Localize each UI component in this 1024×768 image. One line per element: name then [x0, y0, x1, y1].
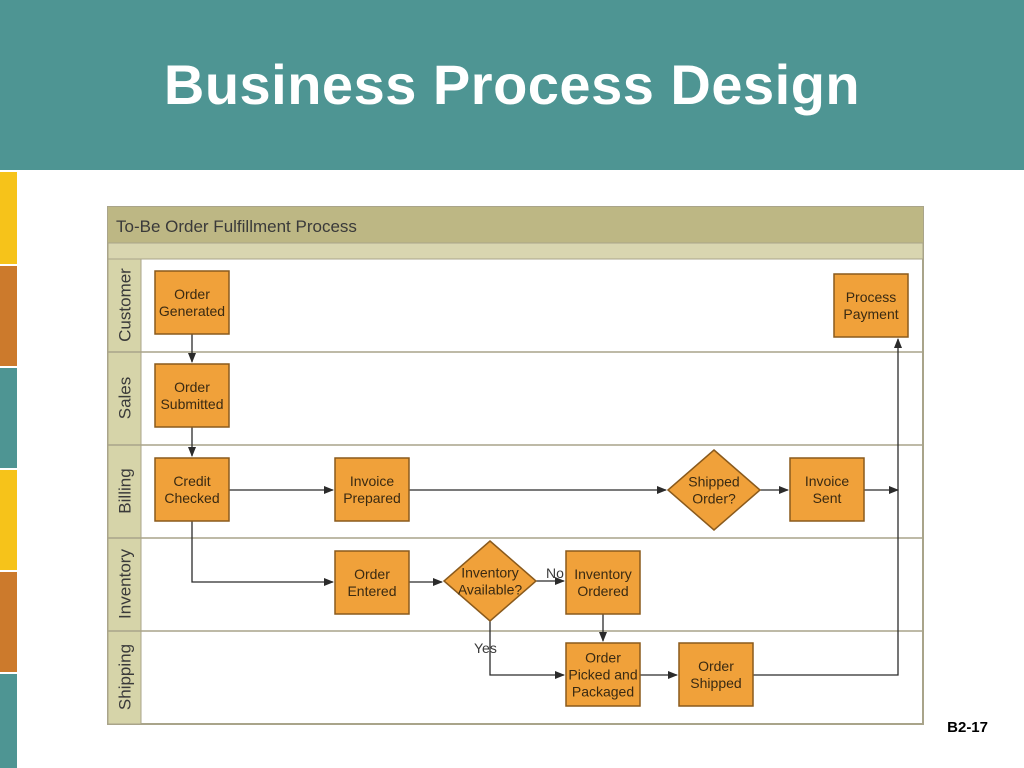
accent-strip-yellow-top: [0, 172, 17, 264]
edge-inventory-available-to-order-picked-packaged: [489, 621, 565, 679]
process-box: [154, 270, 230, 335]
accent-strip-yellow-mid: [0, 470, 17, 570]
diagram-title: To-Be Order Fulfillment Process: [116, 217, 357, 236]
lane-label-shipping: Shipping: [116, 644, 135, 710]
node-label-line: Order: [174, 379, 210, 395]
node-label-line: Picked and: [568, 667, 637, 683]
accent-strip-teal-mid: [0, 368, 17, 468]
slide-title: Business Process Design: [163, 53, 861, 116]
node-label-line: Sent: [813, 490, 842, 506]
node-label-line: Order: [354, 566, 390, 582]
node-label-line: Packaged: [572, 684, 634, 700]
node-label-line: Generated: [159, 303, 225, 319]
diagram-subheader-bar: [107, 242, 924, 260]
edge-credit-checked-to-order-entered: [191, 521, 334, 586]
lane-label-column: [107, 258, 142, 725]
process-box: [334, 457, 410, 522]
node-label-line: Inventory: [574, 566, 632, 582]
edge-label-yes: Yes: [474, 640, 497, 656]
lane-label-billing: Billing: [116, 468, 135, 513]
diagram-title-bar: [108, 207, 923, 243]
edge-order-shipped-to-process-payment: [753, 338, 902, 676]
process-box: [565, 642, 641, 707]
lane-label-customer: Customer: [116, 268, 135, 342]
node-label-line: Order: [698, 658, 734, 674]
node-label-line: Order: [174, 286, 210, 302]
process-box: [334, 550, 410, 615]
slide-number: B2-17: [947, 719, 988, 736]
node-label-line: Available?: [458, 582, 523, 598]
accent-strip-orange-top: [0, 266, 17, 366]
node-label-line: Shipped: [690, 675, 741, 691]
node-label-line: Checked: [164, 490, 219, 506]
decision-diamond: [666, 449, 762, 531]
node-label-line: Payment: [843, 306, 898, 322]
diagram-frame: [107, 206, 924, 725]
lane-label-inventory: Inventory: [116, 549, 135, 619]
node-label-line: Submitted: [160, 396, 223, 412]
slide-header: [0, 0, 1024, 170]
node-label-line: Invoice: [805, 473, 850, 489]
decision-diamond: [442, 540, 538, 622]
accent-strip-orange-bottom: [0, 572, 17, 672]
accent-strip-teal-bottom: [0, 674, 17, 768]
node-label-line: Process: [846, 289, 897, 305]
node-label-line: Ordered: [577, 583, 628, 599]
node-label-line: Credit: [173, 473, 210, 489]
node-label-line: Inventory: [461, 565, 519, 581]
node-label-line: Entered: [347, 583, 396, 599]
node-label-line: Order?: [692, 491, 736, 507]
lane-label-sales: Sales: [116, 377, 135, 420]
process-box: [565, 550, 641, 615]
edge-label-no: No: [546, 565, 564, 581]
process-box: [789, 457, 865, 522]
node-label-line: Shipped: [688, 474, 739, 490]
process-box: [154, 363, 230, 428]
process-box: [154, 457, 230, 522]
process-box: [678, 642, 754, 707]
node-label-line: Order: [585, 650, 621, 666]
node-label-line: Invoice: [350, 473, 395, 489]
process-box: [833, 273, 909, 338]
node-label-line: Prepared: [343, 490, 401, 506]
